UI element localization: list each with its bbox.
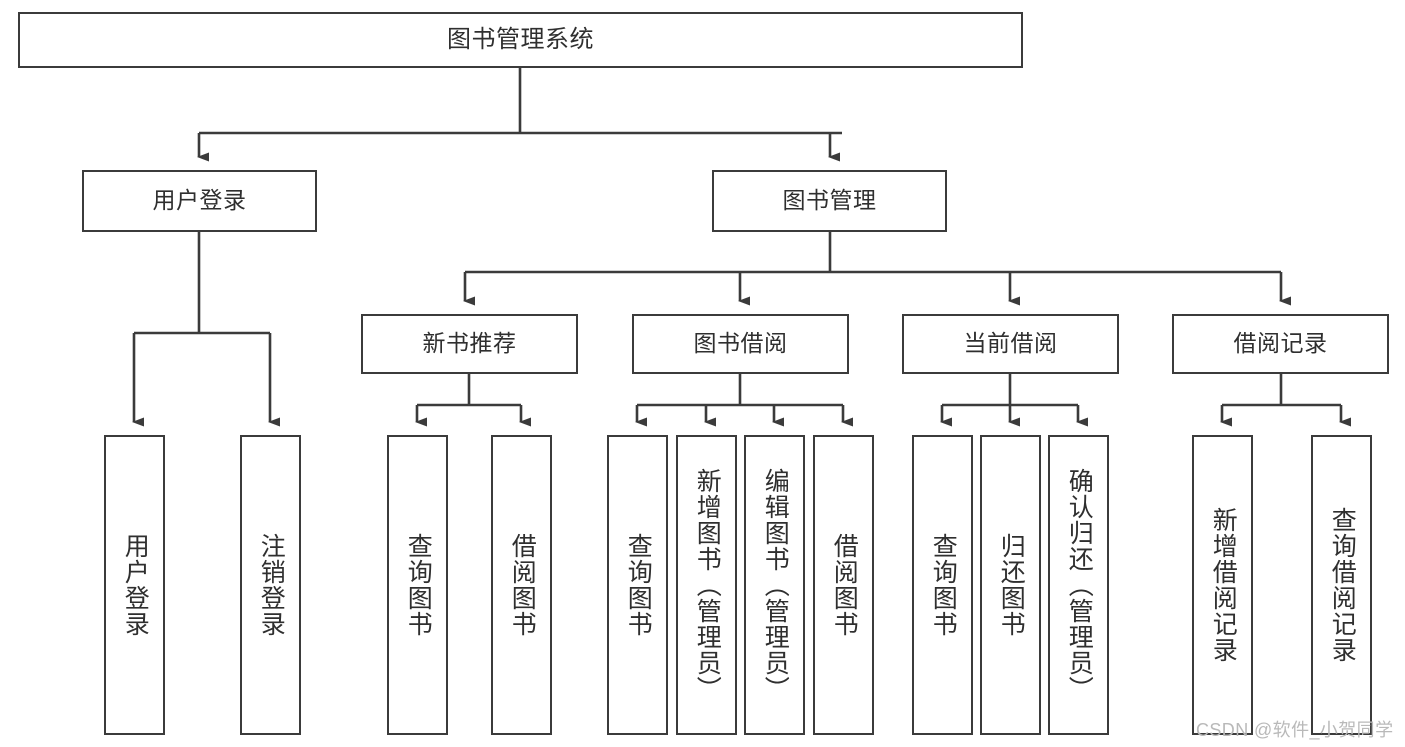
node-new-book-recommend[interactable]: 新书推荐 <box>361 314 578 374</box>
node-leaf-logout-login[interactable]: 注销登录 <box>240 435 301 735</box>
node-label-current-borrow: 当前借阅 <box>963 330 1058 357</box>
node-label-leaf-query-record: 查询借阅记录 <box>1328 507 1357 663</box>
node-leaf-add-book[interactable]: 新增图书（管理员） <box>676 435 737 735</box>
node-label-leaf-confirm-return: 确认归还（管理员） <box>1065 468 1094 702</box>
node-leaf-borrow-book-2[interactable]: 借阅图书 <box>813 435 874 735</box>
node-label-leaf-query-book-3: 查询图书 <box>929 533 958 637</box>
node-leaf-edit-book[interactable]: 编辑图书（管理员） <box>744 435 805 735</box>
node-leaf-query-book-2[interactable]: 查询图书 <box>607 435 668 735</box>
node-root-system[interactable]: 图书管理系统 <box>18 12 1023 68</box>
node-label-leaf-user-login: 用户登录 <box>121 533 150 637</box>
node-label-leaf-return-book: 归还图书 <box>997 533 1026 637</box>
node-label-root: 图书管理系统 <box>447 25 594 53</box>
node-label-leaf-query-book-2: 查询图书 <box>624 533 653 637</box>
node-current-borrow[interactable]: 当前借阅 <box>902 314 1119 374</box>
node-book-borrow[interactable]: 图书借阅 <box>632 314 849 374</box>
node-label-leaf-edit-book: 编辑图书（管理员） <box>761 468 790 702</box>
node-leaf-query-record[interactable]: 查询借阅记录 <box>1311 435 1372 735</box>
node-label-new-book-recommend: 新书推荐 <box>422 330 517 357</box>
node-label-book-management: 图书管理 <box>782 187 877 214</box>
node-label-leaf-add-record: 新增借阅记录 <box>1209 507 1238 663</box>
node-leaf-user-login[interactable]: 用户登录 <box>104 435 165 735</box>
node-label-leaf-borrow-book-1: 借阅图书 <box>508 533 537 637</box>
node-label-book-borrow: 图书借阅 <box>693 330 788 357</box>
node-leaf-add-record[interactable]: 新增借阅记录 <box>1192 435 1253 735</box>
node-label-leaf-logout-login: 注销登录 <box>257 533 286 637</box>
node-label-borrow-record: 借阅记录 <box>1233 330 1328 357</box>
node-user-login[interactable]: 用户登录 <box>82 170 317 232</box>
node-borrow-record[interactable]: 借阅记录 <box>1172 314 1389 374</box>
node-leaf-query-book-3[interactable]: 查询图书 <box>912 435 973 735</box>
node-label-leaf-query-book-1: 查询图书 <box>404 533 433 637</box>
node-leaf-confirm-return[interactable]: 确认归还（管理员） <box>1048 435 1109 735</box>
node-label-user-login: 用户登录 <box>152 187 247 214</box>
node-label-leaf-add-book: 新增图书（管理员） <box>693 468 722 702</box>
node-leaf-query-book-1[interactable]: 查询图书 <box>387 435 448 735</box>
node-leaf-borrow-book-1[interactable]: 借阅图书 <box>491 435 552 735</box>
node-leaf-return-book[interactable]: 归还图书 <box>980 435 1041 735</box>
node-label-leaf-borrow-book-2: 借阅图书 <box>830 533 859 637</box>
node-book-management[interactable]: 图书管理 <box>712 170 947 232</box>
